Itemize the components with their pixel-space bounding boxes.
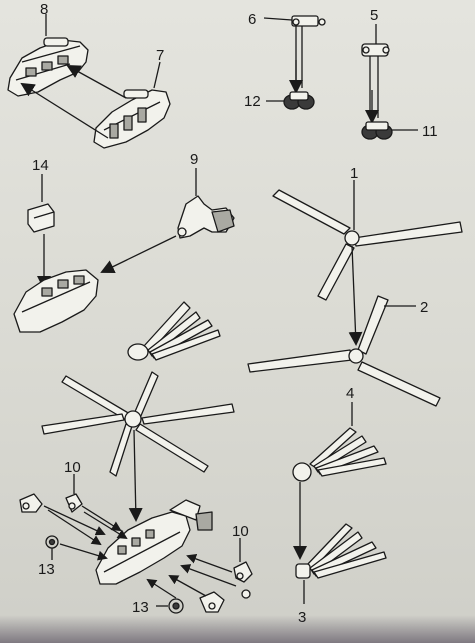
part-4-blade-set (292, 427, 387, 482)
arrow-10-b (47, 509, 102, 546)
arrow-1-to-2 (348, 245, 363, 346)
label-part-5: 5 (370, 7, 378, 24)
part-12-wheel-pair (283, 91, 315, 110)
label-part-8: 8 (40, 1, 48, 18)
leader-7 (153, 61, 161, 89)
arrow-10-d (83, 511, 128, 540)
part-14-block (27, 203, 55, 233)
arrow-10-f (180, 564, 237, 587)
blade-set-with-hub (127, 301, 221, 361)
label-part-2: 2 (420, 299, 428, 316)
arrow-7-to-8-lower (20, 82, 109, 139)
arrow-13-a (59, 543, 108, 561)
label-part-1: 1 (350, 165, 358, 182)
part-2-rotor (247, 295, 441, 407)
arrow-rotor-to-helicopter (128, 429, 143, 522)
part-6-bracket (291, 15, 326, 88)
label-part-10-left: 10 (64, 459, 81, 476)
label-part-13-bottom: 13 (132, 599, 149, 616)
label-part-11: 11 (422, 123, 438, 140)
label-part-7: 7 (156, 47, 164, 64)
arrow-13-b (146, 578, 177, 599)
label-part-12: 12 (244, 93, 261, 110)
part-13-wheel-bottom (168, 598, 184, 614)
label-part-10-right: 10 (232, 523, 249, 540)
part-5-bracket (361, 43, 390, 118)
label-part-13-left: 13 (38, 561, 55, 578)
part-1-main-rotor (272, 189, 463, 301)
arrow-10-a (43, 505, 106, 536)
leader-6 (263, 17, 293, 21)
arrow-9-to-body (100, 235, 177, 274)
label-part-14: 14 (32, 157, 49, 174)
label-part-4: 4 (346, 385, 354, 402)
label-part-9: 9 (190, 151, 198, 168)
part-11-wheel-pair (361, 121, 393, 140)
small-mount-part (199, 591, 225, 613)
part-9-tail-pylon (177, 195, 235, 239)
arrow-7-to-8-upper (66, 65, 127, 99)
six-blade-rotor (41, 371, 235, 477)
part-10-strut-right (233, 561, 253, 599)
label-part-6: 6 (248, 11, 256, 28)
part-8-fuselage-half (7, 37, 89, 97)
label-part-3: 3 (298, 609, 306, 626)
part-3-blade-set (295, 523, 387, 579)
arrow-mount (168, 575, 207, 597)
part-7-fuselage-half (93, 89, 171, 149)
arrow-10-c (81, 505, 122, 532)
assembled-fuselage (13, 269, 99, 333)
arrow-10-e (186, 554, 233, 573)
assembled-helicopter (95, 499, 213, 585)
part-10-strut-left (19, 493, 83, 513)
part-13-wheel-left (45, 535, 59, 549)
